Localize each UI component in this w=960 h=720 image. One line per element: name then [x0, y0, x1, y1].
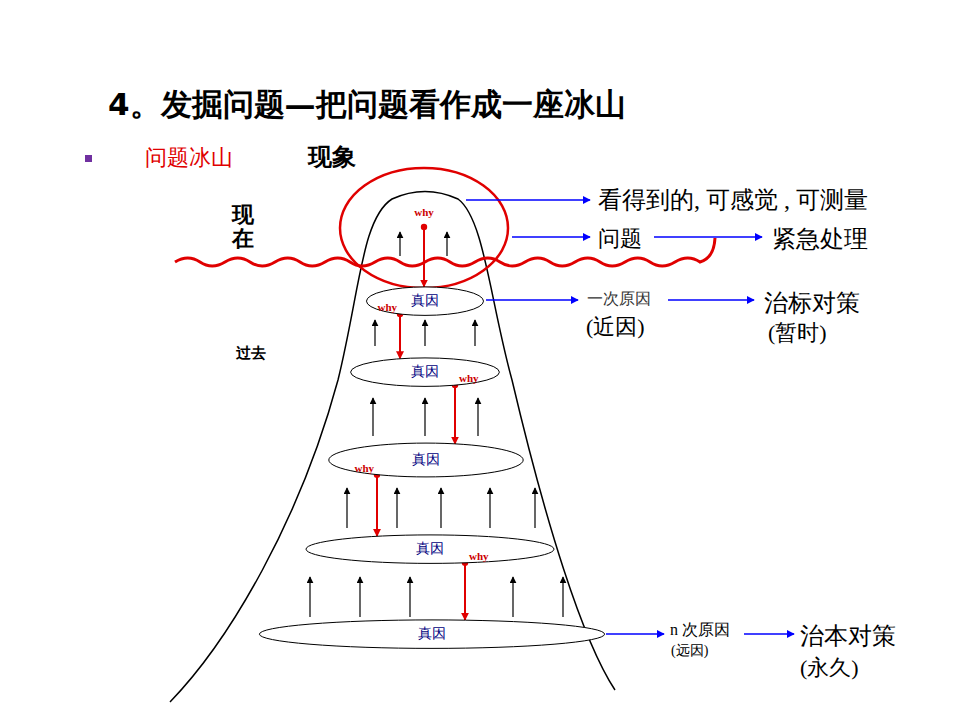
- cause-arrow: [512, 577, 513, 617]
- focus-circle: [340, 168, 508, 288]
- note-text: 问题: [598, 224, 642, 254]
- note-text: (近因): [586, 312, 645, 342]
- note-text: (远因): [671, 642, 708, 660]
- time-label: 现在: [232, 203, 254, 251]
- iceberg-outline: [170, 192, 615, 703]
- note-text: (暂时): [768, 318, 827, 348]
- note-text: 治标对策: [764, 287, 860, 319]
- why-label: why: [354, 462, 374, 474]
- cause-arrow: [396, 488, 397, 528]
- why-arrow: [454, 385, 456, 444]
- note-text: 紧急处理: [772, 223, 868, 255]
- section-label: 问题冰山: [145, 143, 233, 173]
- cause-ellipse: 真因: [305, 534, 555, 564]
- cause-ellipse: 真因: [258, 619, 606, 649]
- cause-arrow: [372, 398, 373, 436]
- cause-arrow: [477, 398, 478, 436]
- why-label: why: [414, 206, 434, 218]
- slide-title: 4。发掘问题—把问题看作成一座冰山: [108, 84, 626, 126]
- why-arrow: [423, 227, 425, 287]
- heading-label: 现象: [308, 141, 356, 173]
- focus-node: why: [340, 168, 508, 288]
- cause-text: 真因: [412, 451, 440, 469]
- cause-arrow: [562, 577, 563, 617]
- cause-arrow: [424, 320, 425, 346]
- cause-arrow: [474, 320, 475, 346]
- note-text: (永久): [800, 653, 859, 683]
- cause-arrow: [399, 232, 400, 256]
- cause-arrow: [440, 488, 441, 528]
- note-text: 治本对策: [800, 620, 896, 652]
- note-text: 看得到的, 可感觉 , 可测量: [598, 184, 868, 216]
- cause-arrow: [346, 488, 347, 528]
- time-label: 过去: [236, 344, 266, 363]
- note-text: 一次原因: [587, 289, 651, 310]
- cause-text: 真因: [416, 540, 444, 558]
- cause-text: 真因: [411, 363, 439, 381]
- leader-arrows: [466, 200, 794, 634]
- cause-arrow: [424, 398, 425, 436]
- cause-arrow: [446, 232, 447, 256]
- cause-arrow: [489, 488, 490, 528]
- why-arrow: [464, 563, 466, 620]
- why-arrow: [376, 475, 378, 536]
- note-text: n 次原因: [670, 620, 730, 641]
- cause-text: 真因: [411, 292, 439, 310]
- cause-arrow: [309, 577, 310, 617]
- why-label: why: [459, 372, 479, 384]
- why-arrow: [399, 314, 401, 359]
- bullet-square: [85, 155, 92, 162]
- cause-text: 真因: [418, 625, 446, 643]
- why-label: why: [377, 301, 397, 313]
- cause-arrow: [409, 577, 410, 617]
- cause-arrow: [359, 577, 360, 617]
- why-dot: [421, 224, 427, 230]
- cause-arrow: [374, 320, 375, 346]
- why-label: why: [469, 550, 489, 562]
- cause-arrow: [534, 488, 535, 528]
